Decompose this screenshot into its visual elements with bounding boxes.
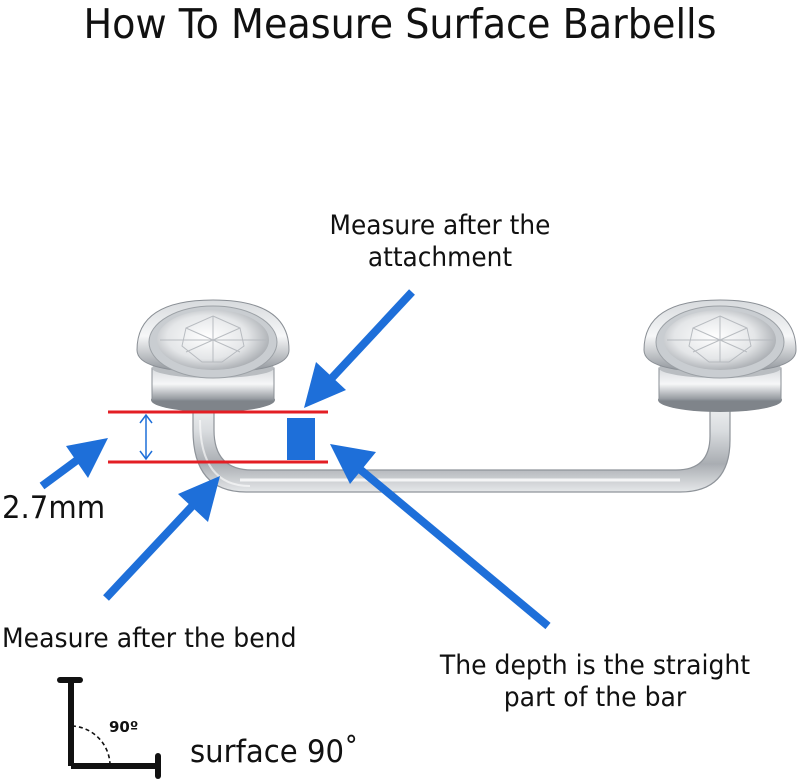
measurement-guides: [108, 410, 328, 464]
arrow-icon: [39, 438, 108, 490]
arrow-icon: [103, 476, 220, 601]
page-title: How To Measure Surface Barbells: [83, 0, 717, 48]
callout-arrows: [39, 289, 551, 630]
dimension-label: 2.7mm: [2, 490, 106, 526]
surface-label: surface 90˚: [190, 734, 359, 770]
left-gem-top: [136, 299, 290, 412]
attachment-label: Measure after the attachment: [329, 210, 551, 273]
right-gem-top: [643, 299, 797, 412]
right-angle-icon: [57, 677, 161, 779]
depth-label: The depth is the straight part of the ba…: [439, 650, 751, 713]
bend-label: Measure after the bend: [2, 623, 297, 654]
surface-barbell: [136, 299, 797, 493]
angle-label: 90º: [109, 718, 139, 736]
arrow-icon: [330, 444, 551, 630]
depth-block: [287, 418, 315, 460]
arrow-icon: [304, 289, 415, 408]
